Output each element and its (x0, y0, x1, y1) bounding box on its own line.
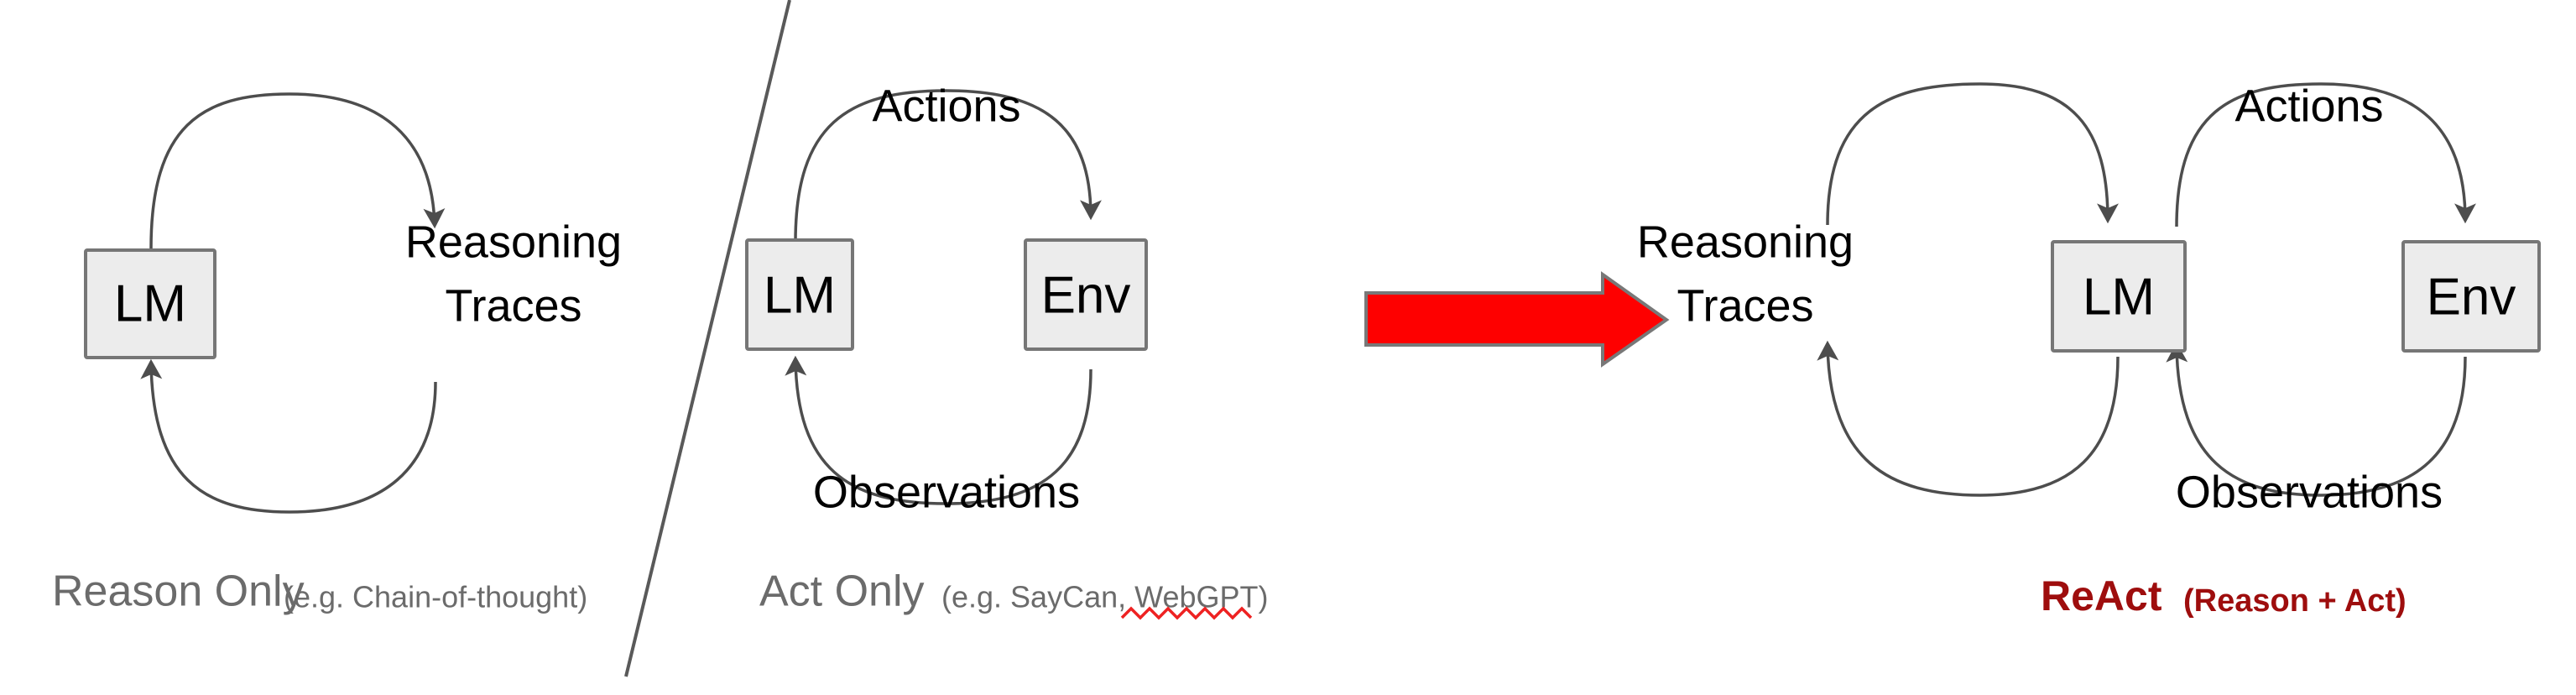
caption-act-only-sub: (e.g. SayCan, WebGPT) (941, 580, 1268, 614)
panel-react: LM Env Reasoning Traces Actions Observat… (1637, 81, 2541, 619)
text-reasoning-line1: Reasoning (1637, 217, 1854, 267)
node-lm-label: LM (764, 266, 836, 324)
node-env-label: Env (1041, 266, 1131, 324)
panel-reason-only: LM Reasoning Traces Reason Only (e.g. Ch… (52, 92, 622, 616)
caption-act-only-main-text: Act Only (759, 567, 925, 616)
edge-actions (2175, 82, 2476, 227)
panel-act-only: LM Env Actions Observations Act Only (e.… (745, 81, 1268, 620)
caption-react-sub: (Reason + Act) (2183, 583, 2407, 619)
edge-traces-to-lm (1826, 82, 2119, 226)
edge-reasoning-traces-to-lm (140, 358, 437, 514)
edge-label-observations: Observations (2176, 467, 2443, 517)
text-reasoning-line2: Traces (445, 280, 581, 331)
caption-reason-only-main: Reason Only (52, 567, 305, 616)
caption-reason-only-sub: (e.g. Chain-of-thought) (284, 580, 587, 614)
edge-label-actions: Actions (2234, 81, 2383, 131)
spellcheck-squiggle-icon (1120, 606, 1253, 620)
edge-label-observations: Observations (813, 467, 1080, 517)
text-reasoning-line2: Traces (1676, 280, 1813, 331)
red-transition-arrow-icon (1364, 271, 1670, 368)
node-env-box (1024, 238, 1148, 351)
edge-label-actions: Actions (872, 81, 1020, 131)
edge-lm-to-traces (1817, 340, 2120, 497)
edge-lm-to-reasoning-traces (149, 92, 446, 249)
node-lm-label: LM (2083, 268, 2155, 326)
node-env-box (2401, 240, 2541, 353)
node-lm-box (2051, 240, 2187, 353)
caption-react-main: ReAct (2041, 572, 2162, 619)
edge-observations (2166, 342, 2467, 497)
text-reasoning-line1: Reasoning (405, 217, 622, 267)
slanted-divider (624, 0, 791, 677)
node-lm-box (745, 238, 854, 351)
node-lm-label: LM (114, 274, 186, 332)
node-lm-box (84, 248, 216, 359)
edge-observations (785, 355, 1092, 505)
edge-actions (794, 89, 1102, 243)
node-env-label: Env (2427, 268, 2516, 326)
